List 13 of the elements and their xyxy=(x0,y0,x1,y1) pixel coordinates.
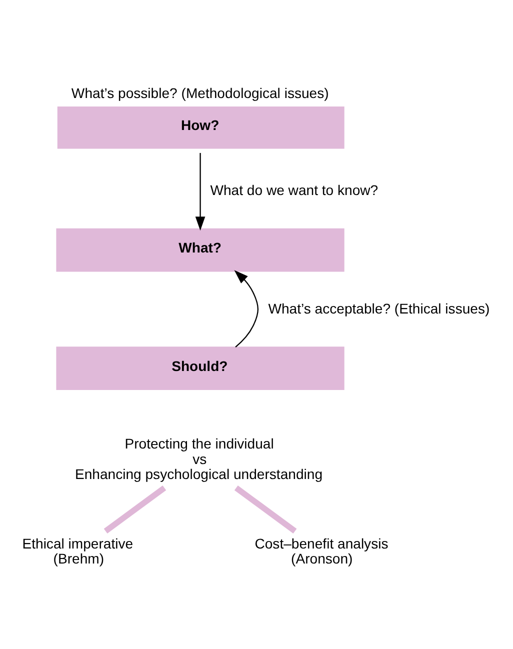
node-box: Should? xyxy=(56,346,344,390)
connector xyxy=(234,485,297,533)
node-box: What? xyxy=(56,228,344,272)
edge-label: What do we want to know? xyxy=(210,182,378,198)
node-text: Ethical imperative (Brehm) xyxy=(22,534,134,566)
node-box: How? xyxy=(57,106,344,148)
connector xyxy=(104,485,166,533)
arrow xyxy=(234,270,258,347)
node-text: Protecting the individual vs Enhancing psychological understanding xyxy=(74,435,323,482)
arrow xyxy=(195,152,206,230)
edge-label: What’s acceptable? (Ethical issues) xyxy=(268,300,490,316)
node-text: Cost–benefit analysis (Aronson) xyxy=(254,534,388,566)
node-label: What’s possible? (Methodological issues) xyxy=(71,84,329,100)
